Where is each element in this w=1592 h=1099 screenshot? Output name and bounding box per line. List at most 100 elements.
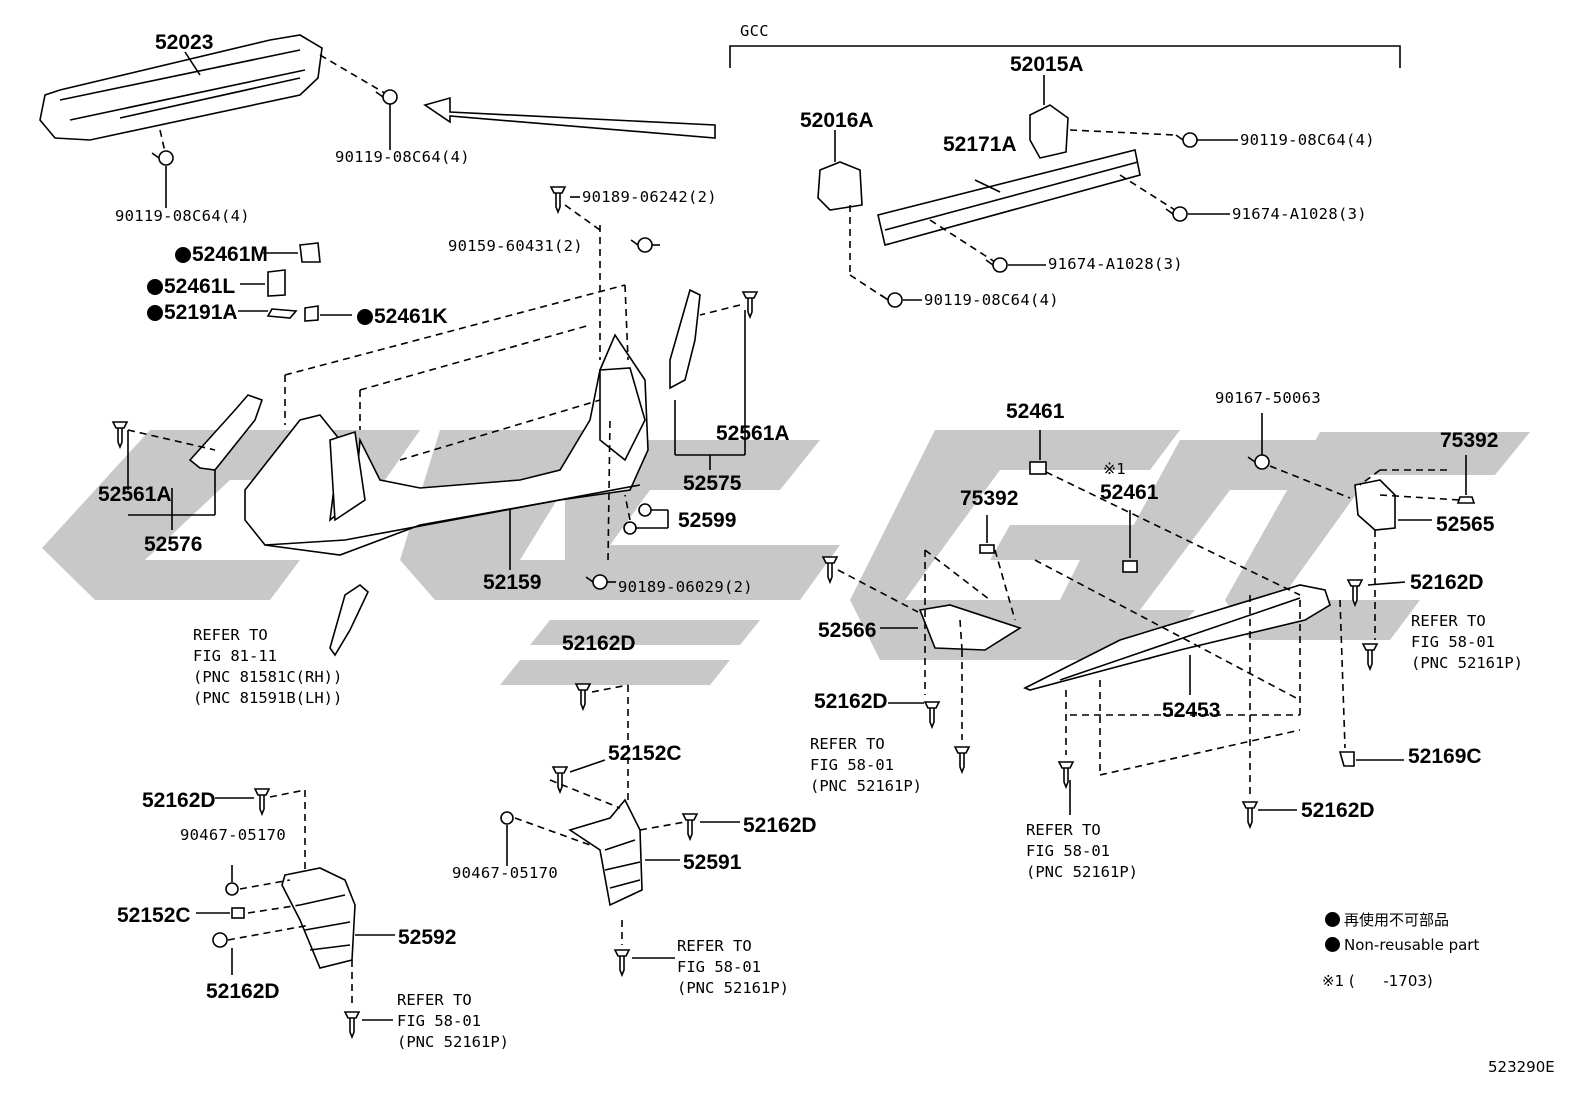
part-number-label: 75392 bbox=[1440, 430, 1498, 451]
bolt-icon bbox=[637, 237, 653, 253]
clip-icon bbox=[111, 421, 129, 450]
part-number-text: 52162D bbox=[1301, 799, 1375, 822]
part-number-text: ※1 bbox=[1103, 460, 1126, 478]
clip-icon bbox=[551, 766, 569, 795]
legend-row-en: Non-reusable part bbox=[1325, 937, 1479, 953]
dashed-guide-line bbox=[1034, 559, 1301, 701]
part-number-label: 52171A bbox=[943, 134, 1017, 155]
reference-line: FIG 58-01 bbox=[810, 756, 894, 774]
part-number-text: 52565 bbox=[1436, 513, 1495, 536]
part-number-label: 52576 bbox=[144, 534, 202, 555]
reference-line: (PNC 81591B(LH)) bbox=[193, 689, 343, 707]
part-number-label: 52591 bbox=[683, 852, 741, 873]
part-number-text: 52591 bbox=[683, 851, 742, 874]
bracket-detail bbox=[604, 839, 641, 889]
bolt-icon bbox=[158, 150, 174, 166]
dashed-guide-line bbox=[239, 879, 291, 890]
part-number-text: 91674-A1028(3) bbox=[1232, 205, 1367, 223]
garnish-detail bbox=[1059, 597, 1301, 681]
reinforcement-detail bbox=[59, 49, 306, 121]
part-number-label: 52162D bbox=[743, 815, 817, 836]
reference-line: REFER TO bbox=[810, 735, 885, 753]
reference-line: REFER TO bbox=[677, 937, 752, 955]
pad-52461L bbox=[267, 269, 286, 297]
clip-icon bbox=[821, 556, 839, 585]
part-number-label: 52162D bbox=[1301, 800, 1375, 821]
dashed-guide-line bbox=[849, 274, 886, 299]
part-number-text: 90119-08C64(4) bbox=[1240, 131, 1375, 149]
part-number-text: 52162D bbox=[814, 690, 888, 713]
part-number-label: 52575 bbox=[683, 473, 741, 494]
part-number-label: 52023 bbox=[155, 32, 213, 53]
part-number-text: 90159-60431(2) bbox=[448, 237, 583, 255]
part-number-label: 52561A bbox=[98, 484, 172, 505]
dashed-guide-line bbox=[359, 324, 591, 391]
part-number-label: 52561A bbox=[716, 423, 790, 444]
reference-line: REFER TO bbox=[397, 991, 472, 1009]
clip-icon bbox=[638, 503, 652, 517]
part-number-text: 52592 bbox=[398, 926, 457, 949]
reference-line: (PNC 52161P) bbox=[397, 1033, 509, 1051]
bolt-icon bbox=[382, 89, 398, 105]
dashed-guide-line bbox=[269, 789, 306, 798]
garnish-52566 bbox=[918, 604, 1022, 651]
part-number-label: 90119-08C64(4) bbox=[1240, 131, 1375, 149]
clip-icon bbox=[1361, 643, 1379, 672]
clip-icon bbox=[253, 788, 271, 817]
group-bracket bbox=[729, 45, 1401, 68]
dashed-guide-line bbox=[247, 904, 301, 914]
part-number-text: 52171A bbox=[943, 133, 1017, 156]
part-number-label: 91674-A1028(3) bbox=[1048, 256, 1183, 273]
part-number-label: 52162D bbox=[142, 790, 216, 811]
pad-52461 bbox=[1122, 560, 1138, 573]
cap-52169C bbox=[1338, 751, 1355, 767]
clip-icon bbox=[681, 813, 699, 842]
part-number-label: 52565 bbox=[1436, 514, 1494, 535]
dashed-guide-line bbox=[591, 684, 629, 693]
clip-75392 bbox=[1456, 496, 1476, 504]
filled-dot-icon bbox=[1325, 937, 1340, 952]
reference-line: REFER TO bbox=[193, 626, 268, 644]
bolt-icon bbox=[1254, 454, 1270, 470]
part-number-text: 75392 bbox=[960, 487, 1019, 510]
bolt-icon bbox=[592, 574, 608, 590]
part-number-label: 52015A bbox=[1010, 54, 1084, 75]
leader-line bbox=[569, 759, 606, 773]
reference-line: FIG 58-01 bbox=[677, 958, 761, 976]
part-number-text: 52162D bbox=[142, 789, 216, 812]
part-number-label: 90467-05170 bbox=[180, 826, 286, 844]
bolt-shank bbox=[985, 259, 994, 266]
bolt-icon bbox=[887, 292, 903, 308]
legend-en: Non-reusable part bbox=[1344, 936, 1480, 954]
part-number-text: 52015A bbox=[1010, 53, 1084, 76]
non-reusable-dot-icon bbox=[175, 247, 191, 263]
part-number-text: 52461 bbox=[1100, 481, 1159, 504]
reference-line: FIG 58-01 bbox=[1026, 842, 1110, 860]
part-number-text: 90119-08C64(4) bbox=[924, 291, 1059, 309]
part-number-label: 90119-08C64(4) bbox=[335, 149, 470, 166]
clip-icon bbox=[1346, 579, 1364, 608]
dashed-guide-line bbox=[639, 821, 686, 831]
figure-code: 523290E bbox=[1488, 1058, 1555, 1076]
part-number-label: 90189-06029(2) bbox=[618, 578, 753, 596]
reference-line: FIG 58-01 bbox=[1411, 633, 1495, 651]
part-number-text: 90189-06029(2) bbox=[618, 578, 753, 596]
dashed-guide-line bbox=[319, 54, 389, 96]
reference-line: FIG 58-01 bbox=[397, 1012, 481, 1030]
clip-icon bbox=[953, 746, 971, 775]
part-number-text: 52461K bbox=[374, 305, 448, 328]
bolt-shank bbox=[1247, 456, 1256, 463]
part-number-label: 91674-A1028(3) bbox=[1232, 205, 1367, 223]
part-number-label: 52566 bbox=[818, 620, 876, 641]
dashed-guide-line bbox=[227, 924, 311, 941]
part-number-label: 90159-60431(2) bbox=[448, 237, 583, 255]
dashed-guide-line bbox=[549, 779, 621, 809]
reflector-outline bbox=[329, 583, 369, 657]
part-number-text: 90467-05170 bbox=[180, 826, 286, 844]
dashed-guide-line bbox=[929, 219, 996, 263]
bracket-52591 bbox=[568, 798, 643, 907]
bolt-shank bbox=[585, 576, 594, 583]
part-number-label: 90119-08C64(4) bbox=[924, 291, 1059, 309]
